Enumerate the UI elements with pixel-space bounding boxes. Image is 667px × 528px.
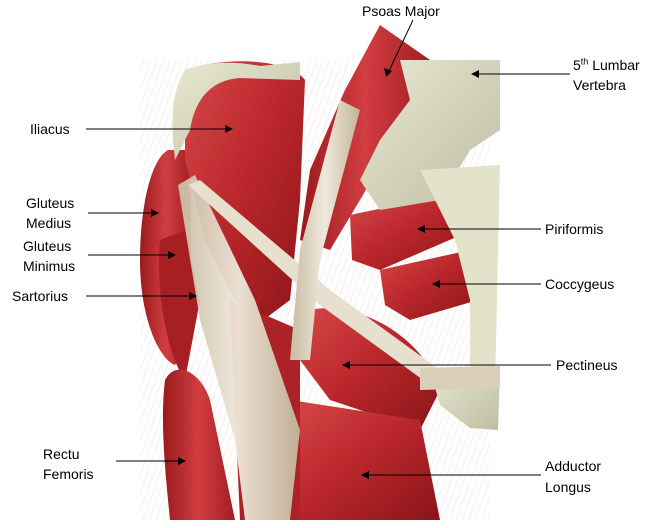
tendons	[178, 100, 500, 520]
label-sartorius: Sartorius	[12, 288, 69, 304]
label-adductor-longus-line2: Longus	[545, 479, 591, 495]
label-coccygeus: Coccygeus	[545, 276, 615, 292]
iliac-crest	[172, 62, 300, 160]
label-gluteus-medius-line1: Gluteus	[26, 195, 75, 211]
label-lumbar-suffix: th	[580, 56, 589, 67]
arrowhead-gluteus-medius	[151, 209, 159, 217]
arrowhead-adductor-longus	[361, 471, 369, 479]
arrowhead-psoas-major	[384, 68, 392, 77]
arrowhead-sartorius	[189, 292, 197, 300]
sartorius-muscle	[178, 175, 300, 520]
label-gluteus-minimus-line2: Minimus	[23, 258, 76, 274]
arrowhead-lumbar-vertebra	[471, 70, 479, 78]
pectineus-tendon	[420, 366, 500, 390]
leader-psoas-major	[387, 19, 414, 74]
label-rectus-femoris-line2: Femoris	[43, 466, 94, 482]
label-adductor-longus-line1: Adductor	[545, 458, 602, 474]
arrowhead-gluteus-minimus	[168, 251, 176, 259]
label-iliacus: Iliacus	[30, 121, 70, 137]
label-pectineus: Pectineus	[556, 357, 618, 373]
arrowhead-coccygeus	[432, 280, 440, 288]
label-lumbar-vertebra-line2: Vertebra	[573, 77, 626, 93]
label-psoas-major: Psoas Major	[362, 3, 440, 19]
label-gluteus-medius-line2: Medius	[26, 215, 72, 231]
label-rectus-femoris-line1: Rectu	[43, 446, 80, 462]
label-lumbar-number: 5	[573, 57, 581, 73]
lumbar-vertebra-bone	[360, 60, 500, 210]
arrowhead-rectus-femoris	[178, 457, 186, 465]
arrowhead-piriformis	[417, 225, 425, 233]
psoas-tendon	[290, 100, 360, 360]
label-lumbar-vertebra: 5th Lumbar	[573, 54, 640, 76]
label-piriformis: Piriformis	[545, 221, 604, 237]
leader-lines	[86, 19, 570, 479]
label-lumbar-word: Lumbar	[592, 57, 640, 73]
sacrum-bone	[420, 165, 500, 390]
arrowhead-iliacus	[225, 125, 233, 133]
arrowhead-pectineus	[342, 361, 350, 369]
label-gluteus-minimus-line1: Gluteus	[23, 238, 72, 254]
